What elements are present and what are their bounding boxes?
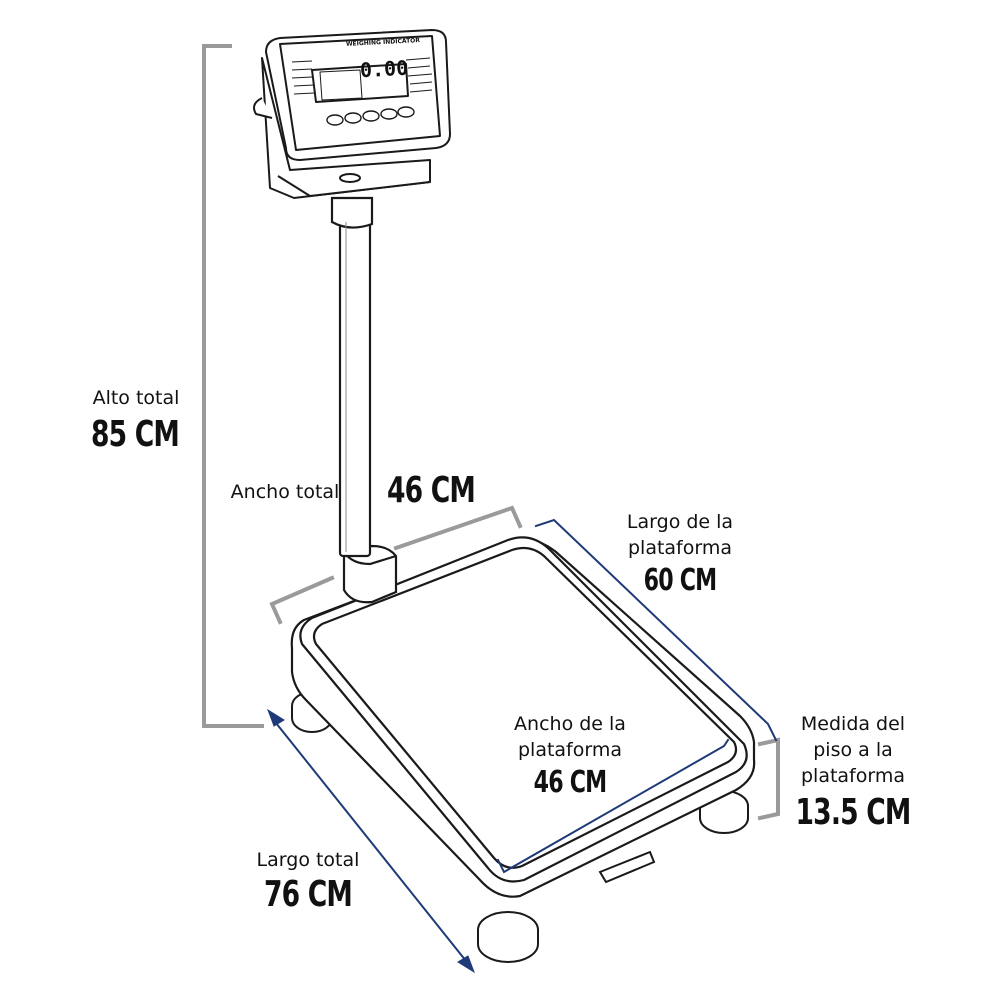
ancho-plataforma-caption-2: plataforma [517,739,623,761]
ancho-total-value: 46 CM [386,470,476,511]
dimension-ancho-total [269,505,523,625]
display-reading: 0.00 [359,55,409,83]
scale-platform [290,536,756,898]
dimension-lines [202,44,780,974]
scale-feet [291,691,749,963]
alto-total-caption: Alto total [92,387,180,409]
largo-total-value: 76 CM [263,874,353,915]
dimension-largo-total [270,716,472,968]
ancho-plataforma-value: 46 CM [533,765,607,800]
medida-piso-caption-1: Medida del [800,713,906,735]
medida-piso-value: 13.5 CM [795,792,912,833]
dimension-medida-piso [757,737,780,821]
medida-piso-caption-2: piso a la [813,739,893,761]
largo-total-caption: Largo total [256,849,360,871]
alto-total-value: 85 CM [90,414,180,455]
largo-plataforma-caption-2: plataforma [627,537,733,559]
ancho-plataforma-caption-1: Ancho de la [514,713,626,735]
scale-column [330,196,398,604]
dimension-largo-plataforma [534,518,778,742]
ancho-total-caption: Ancho total [230,481,340,503]
dimension-alto-total [202,44,264,728]
largo-plataforma-caption-1: Largo de la [626,511,734,533]
largo-plataforma-value: 60 CM [643,563,717,598]
scale-indicator-head [253,29,451,199]
medida-piso-caption-3: plataforma [800,765,906,787]
dimension-ancho-plataforma [496,738,730,874]
